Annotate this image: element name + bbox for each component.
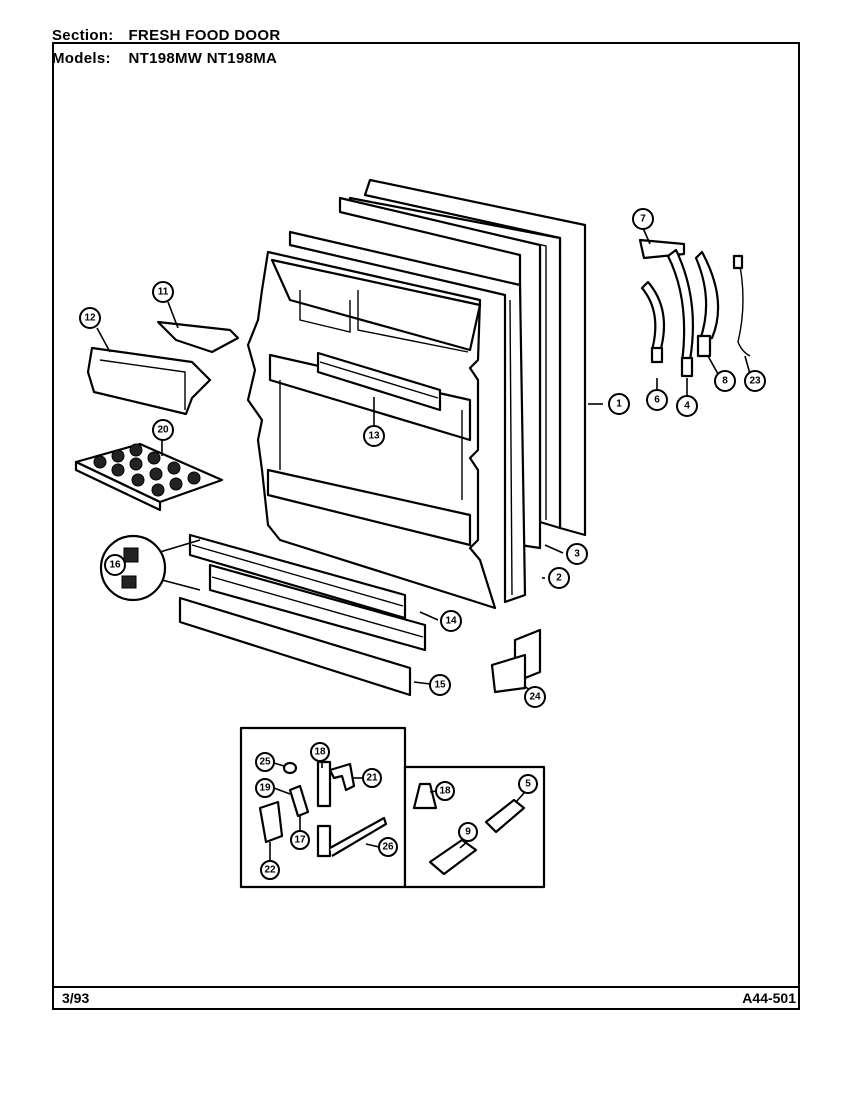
- callout-label: 2: [556, 573, 562, 584]
- callout-label: 22: [264, 865, 276, 876]
- callout-label: 7: [640, 214, 646, 225]
- callout-label: 15: [434, 680, 446, 691]
- models-label: Models:: [52, 50, 111, 67]
- callout-17: 17: [290, 830, 310, 850]
- callout-label: 4: [684, 401, 690, 412]
- callout-25: 25: [255, 752, 275, 772]
- callout-4: 4: [676, 395, 698, 417]
- callout-21: 21: [362, 768, 382, 788]
- door-gasket: [288, 196, 542, 604]
- inset-leader-lines: [269, 761, 525, 861]
- callout-2: 2: [548, 567, 570, 589]
- callout-23: 23: [744, 370, 766, 392]
- butter-compartment: [86, 346, 212, 416]
- callout-8: 8: [714, 370, 736, 392]
- section-header: Section: FRESH FOOD DOOR: [52, 27, 280, 44]
- callout-22: 22: [260, 860, 280, 880]
- footer-divider: [52, 986, 800, 988]
- callout-7: 7: [632, 208, 654, 230]
- callout-label: 23: [749, 376, 761, 387]
- footer-code: A44-501: [742, 990, 796, 1006]
- callout-3: 3: [566, 543, 588, 565]
- callout-label: 24: [529, 692, 541, 703]
- egg-tray: [74, 442, 224, 512]
- callout-20: 20: [152, 419, 174, 441]
- dairy-bar: [316, 351, 442, 412]
- callout-11: 11: [152, 281, 174, 303]
- callout-label: 18: [439, 786, 451, 797]
- callout-label: 19: [259, 783, 271, 794]
- butter-door: [156, 320, 240, 354]
- callout-label: 14: [445, 616, 457, 627]
- callout-24: 24: [524, 686, 546, 708]
- callout-label: 18: [314, 747, 326, 758]
- callout-18-left: 18: [310, 742, 330, 762]
- callout-9: 9: [458, 822, 478, 842]
- callout-label: 16: [109, 560, 121, 571]
- door-stop-bracket: [490, 628, 542, 694]
- callout-label: 13: [368, 431, 380, 442]
- callout-6: 6: [646, 389, 668, 411]
- callout-label: 26: [382, 842, 394, 853]
- hinge-parts: [638, 238, 751, 378]
- callout-label: 8: [722, 376, 728, 387]
- callout-label: 9: [465, 827, 471, 838]
- diagram-frame: [52, 42, 800, 1010]
- section-label: Section:: [52, 27, 114, 44]
- door-shelf-bars: [178, 533, 427, 697]
- section-value: FRESH FOOD DOOR: [128, 27, 281, 44]
- callout-1: 1: [608, 393, 630, 415]
- callout-label: 6: [654, 395, 660, 406]
- callout-16: 16: [104, 554, 126, 576]
- callout-label: 12: [84, 313, 96, 324]
- callout-label: 20: [157, 425, 169, 436]
- callout-label: 25: [259, 757, 271, 768]
- models-value: NT198MW NT198MA: [128, 50, 278, 67]
- callout-label: 1: [616, 399, 622, 410]
- footer-date: 3/93: [62, 990, 90, 1006]
- callout-19: 19: [255, 778, 275, 798]
- door-liner: [246, 250, 497, 610]
- callout-label: 5: [525, 779, 531, 790]
- models-header: Models: NT198MW NT198MA: [52, 50, 277, 67]
- shelf-end-cap: [99, 534, 201, 602]
- callout-14: 14: [440, 610, 462, 632]
- callout-5: 5: [518, 774, 538, 794]
- callout-label: 17: [294, 835, 306, 846]
- callout-15: 15: [429, 674, 451, 696]
- callout-label: 11: [158, 287, 169, 298]
- callout-12: 12: [79, 307, 101, 329]
- callout-18-right: 18: [435, 781, 455, 801]
- callout-13: 13: [363, 425, 385, 447]
- callout-label: 3: [574, 549, 580, 560]
- callout-label: 21: [366, 773, 378, 784]
- callout-26: 26: [378, 837, 398, 857]
